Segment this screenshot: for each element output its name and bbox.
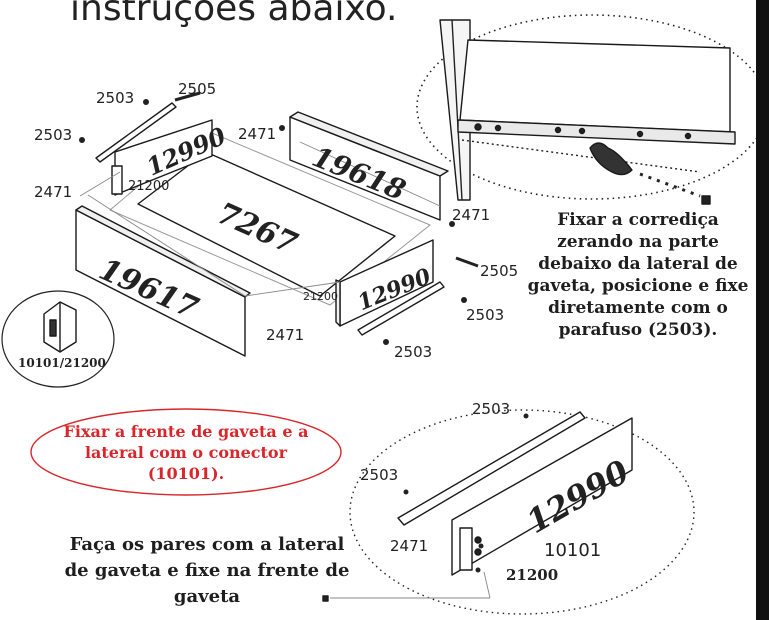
screwdriver-hand-icon bbox=[589, 142, 633, 176]
pairs-instruction: Faça os pares com a lateral de gaveta e … bbox=[64, 534, 350, 607]
connector-ref-label: 10101/21200 bbox=[18, 356, 106, 370]
left-slide bbox=[95, 102, 177, 163]
label-21200: 21200 bbox=[128, 179, 170, 194]
label-2471: 2471 bbox=[452, 206, 491, 224]
right-slide bbox=[357, 281, 445, 336]
label-2503: 2503 bbox=[472, 400, 511, 418]
bottom-panel bbox=[137, 151, 396, 297]
detail-callout-bottom bbox=[349, 409, 695, 615]
detail-drawer-side bbox=[459, 39, 731, 133]
label-2503: 2503 bbox=[360, 466, 399, 484]
label-2503: 2503 bbox=[466, 306, 505, 324]
label-21200: 21200 bbox=[506, 566, 559, 584]
label-2503: 2503 bbox=[34, 126, 73, 144]
label-2471: 2471 bbox=[238, 125, 277, 143]
detail-panel-edge bbox=[439, 19, 471, 201]
label-2505: 2505 bbox=[480, 262, 519, 280]
detail-slide-rail bbox=[457, 119, 736, 145]
label-2471: 2471 bbox=[34, 183, 73, 201]
label-10101: 10101 bbox=[544, 540, 602, 561]
label-21200: 21200 bbox=[303, 290, 338, 303]
detail-side-panel bbox=[451, 417, 633, 576]
detail-slide bbox=[397, 411, 586, 526]
connector-note-frame bbox=[30, 408, 342, 496]
label-2503: 2503 bbox=[394, 343, 433, 361]
label-2505: 2505 bbox=[178, 80, 217, 98]
connector-instruction: Fixar a frente de gaveta e a lateral com… bbox=[63, 422, 309, 483]
page-edge-bar bbox=[756, 0, 769, 620]
page-title: instruções abaixo. bbox=[70, 0, 398, 29]
label-2471: 2471 bbox=[266, 326, 305, 344]
slide-instruction: Fixar a corrediça zerando na parte debai… bbox=[527, 210, 749, 340]
label-2471: 2471 bbox=[390, 537, 429, 555]
label-2503: 2503 bbox=[96, 89, 135, 107]
